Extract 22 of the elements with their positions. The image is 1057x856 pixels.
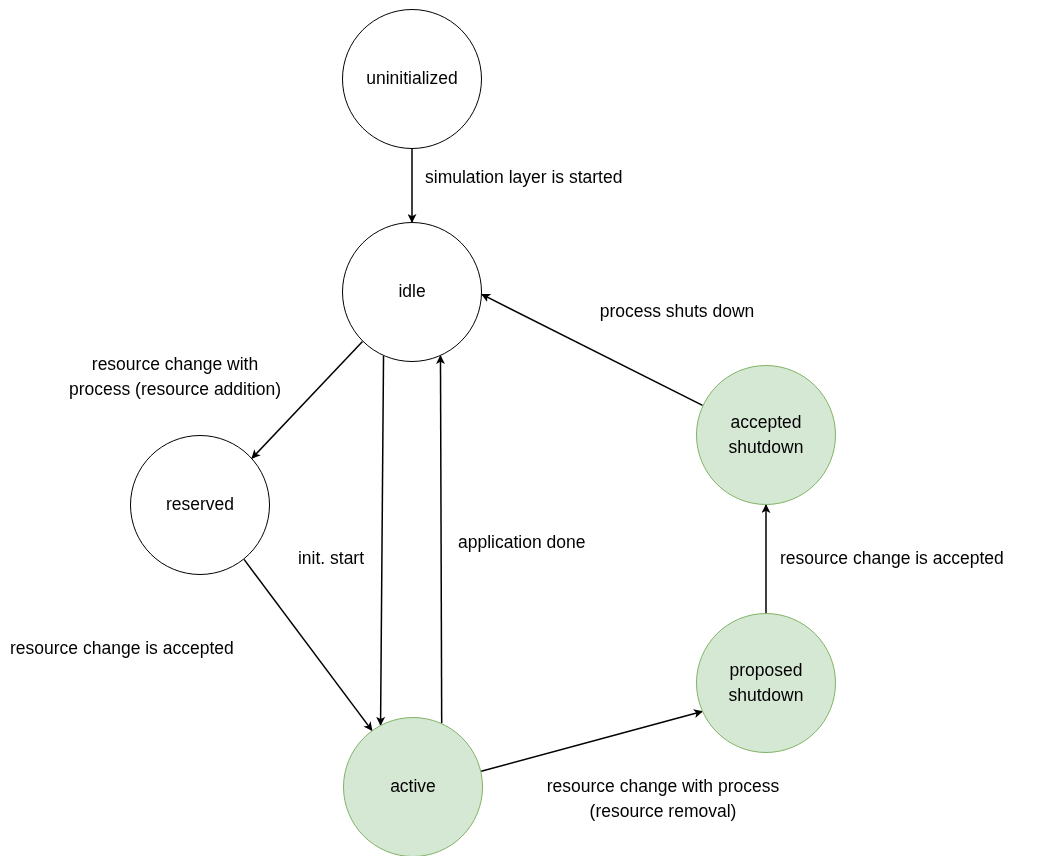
arrow xyxy=(480,709,703,772)
edge-label: process shuts down xyxy=(599,300,755,323)
arrow xyxy=(407,148,417,223)
arrow xyxy=(243,558,373,732)
state-name: reserved xyxy=(164,493,236,517)
edge-label: resource change with process (resource removal) xyxy=(545,775,781,824)
arrow xyxy=(481,293,704,407)
edge-label: simulation layer is started xyxy=(425,166,623,189)
state-name: accepted shutdown xyxy=(727,410,805,459)
arrow xyxy=(436,355,445,724)
edge-label: resource change with process (resource addition) xyxy=(67,353,282,402)
arrow xyxy=(376,355,386,726)
edge-label: resource change is accepted xyxy=(10,637,234,660)
arrow xyxy=(761,504,771,614)
state-name: uninitialized xyxy=(365,67,459,91)
state-name: active xyxy=(389,775,437,799)
state-name: proposed shutdown xyxy=(727,658,805,707)
arrow xyxy=(251,340,364,459)
edge-label: resource change is accepted xyxy=(780,547,1004,570)
state-name: idle xyxy=(397,280,427,304)
edge-label: application done xyxy=(458,531,586,554)
edge-label: init. start xyxy=(297,547,365,570)
